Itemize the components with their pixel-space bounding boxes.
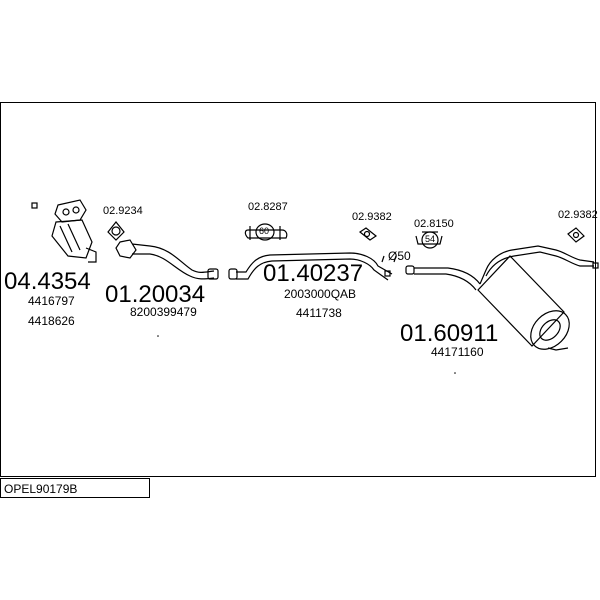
clamp-02-8150: [415, 231, 443, 249]
part-number-catalytic-converter[interactable]: 04.4354: [4, 268, 91, 295]
diameter-indicator: [381, 255, 397, 263]
front-pipe: [115, 239, 219, 280]
part-number-rear-silencer[interactable]: 01.60911: [400, 320, 499, 347]
part-ref: 4411738: [296, 306, 342, 320]
diagram-frame: [0, 102, 596, 477]
part-number-front-pipe[interactable]: 01.20034: [105, 281, 206, 308]
part-ref: 4416797: [28, 294, 75, 308]
gasket-02-9234: [107, 221, 125, 241]
accessory-number-gasket[interactable]: 02.9234: [103, 205, 143, 217]
accessory-number-clamp-2[interactable]: 02.8150: [414, 218, 454, 230]
rubber-hanger-right: [567, 227, 585, 243]
reference-mark: [31, 202, 38, 209]
part-number-intermediate-pipe[interactable]: 01.40237: [263, 260, 364, 287]
part-ref: 44171160: [431, 345, 484, 359]
rubber-hanger-left: [358, 227, 378, 241]
clamp-marker-54: 54: [425, 234, 436, 244]
clamp-02-8287: [244, 223, 288, 241]
rear-silencer: [405, 245, 595, 351]
diameter-label: Ø50: [388, 249, 411, 263]
diagram-code: OPEL90179B: [4, 482, 78, 496]
accessory-number-clamp[interactable]: 02.8287: [248, 201, 288, 213]
part-ref: 2003000QAB: [284, 287, 357, 301]
part-ref: 8200399479: [130, 305, 197, 319]
diagram-code-box: OPEL90179B: [0, 478, 150, 498]
accessory-number-hanger-left[interactable]: 02.9382: [352, 211, 392, 223]
intermediate-pipe: [228, 252, 393, 281]
catalytic-converter: [51, 199, 97, 263]
accessory-number-hanger-right[interactable]: 02.9382: [558, 209, 598, 221]
part-ref: 4418626: [28, 314, 75, 328]
clamp-marker-60: 60: [259, 226, 270, 236]
